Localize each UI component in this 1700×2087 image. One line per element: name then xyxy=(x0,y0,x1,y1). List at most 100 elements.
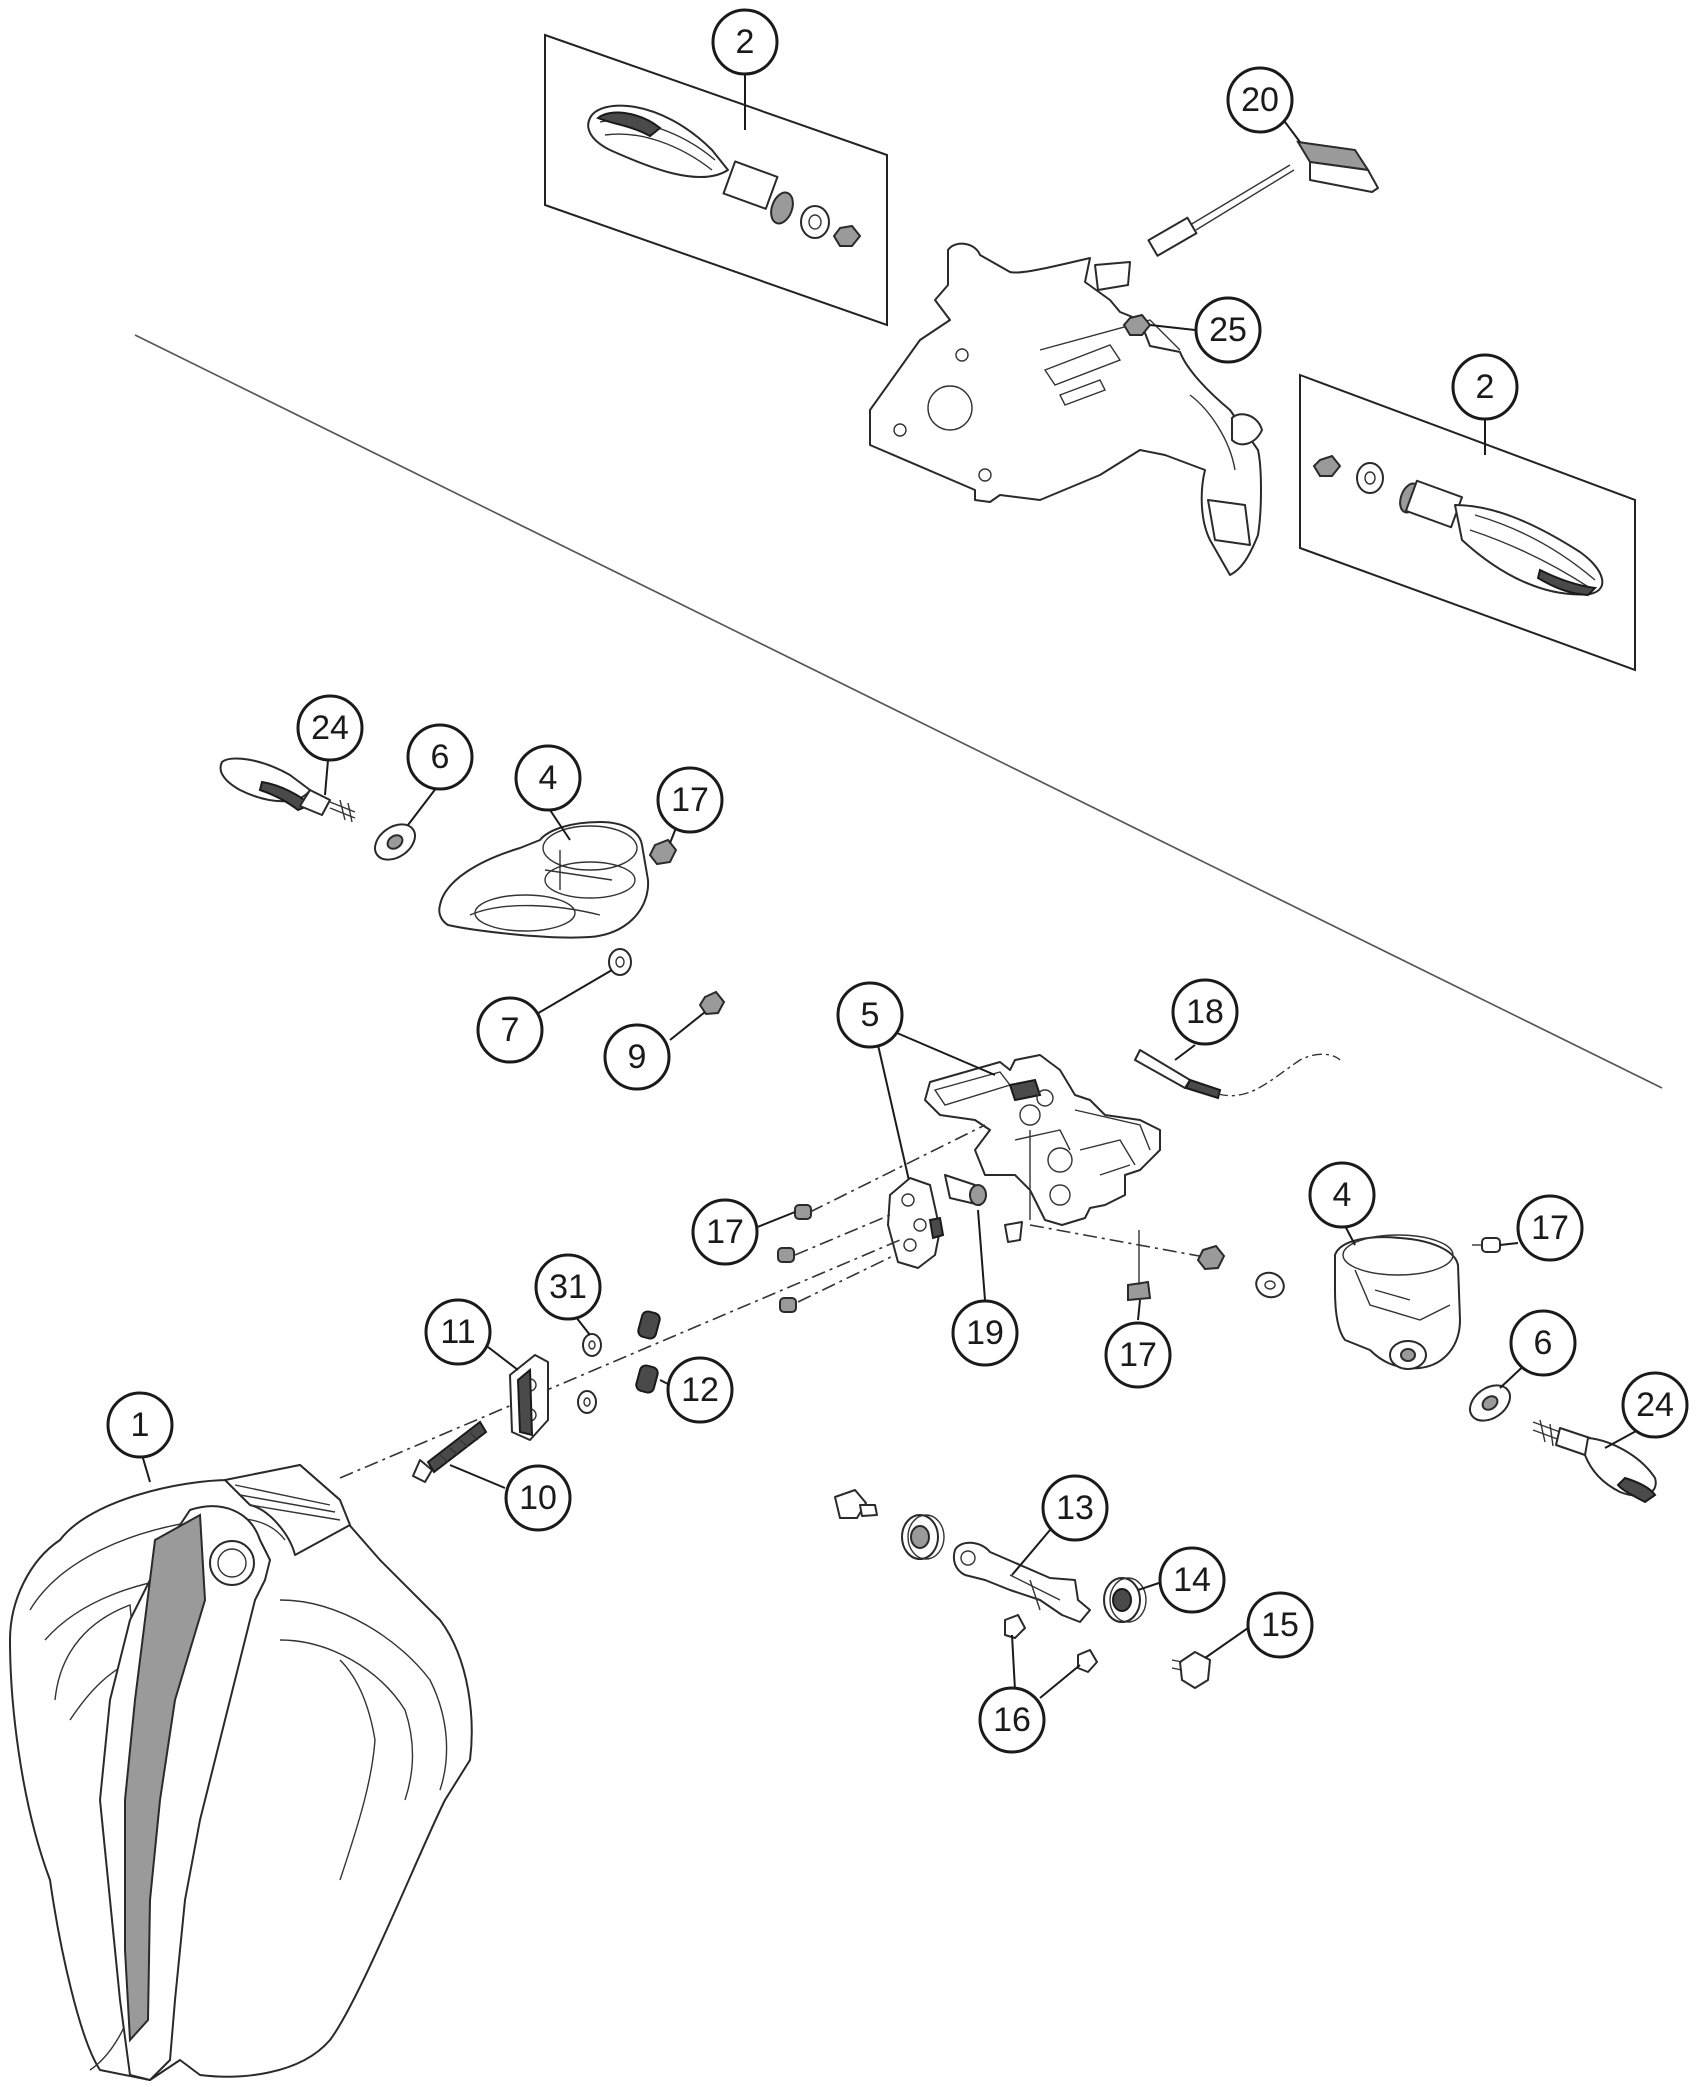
rubber-buffers-12 xyxy=(635,1310,661,1394)
callout-17-upper: 17 xyxy=(656,766,724,834)
svg-text:24: 24 xyxy=(311,709,349,747)
callout-31: 31 xyxy=(534,1253,602,1321)
nut-right-bracket xyxy=(1196,1244,1226,1271)
callout-14: 14 xyxy=(1158,1546,1226,1614)
callout-17-lower: 17 xyxy=(1104,1321,1172,1389)
axis-line-1 xyxy=(809,1124,986,1213)
washer-6-right xyxy=(1469,1384,1511,1422)
svg-text:5: 5 xyxy=(861,996,880,1034)
grommet-13 xyxy=(901,1514,945,1560)
callout-6-right: 6 xyxy=(1509,1309,1577,1377)
svg-text:25: 25 xyxy=(1209,311,1247,349)
svg-text:1: 1 xyxy=(131,1406,150,1444)
nut-9 xyxy=(698,990,726,1016)
leader-5-upper xyxy=(889,1029,996,1076)
svg-text:17: 17 xyxy=(671,781,709,819)
screw-15 xyxy=(1171,1651,1211,1689)
washer-7 xyxy=(608,948,632,976)
leader-17d xyxy=(1137,1299,1141,1321)
callout-5: 5 xyxy=(836,981,904,1049)
callout-18: 18 xyxy=(1171,978,1239,1046)
callout-13: 13 xyxy=(1041,1474,1109,1542)
callout-20: 20 xyxy=(1226,66,1294,134)
screw-17-right xyxy=(1472,1237,1501,1253)
axis-line-3 xyxy=(797,1254,896,1303)
svg-text:4: 4 xyxy=(1333,1176,1352,1214)
callout-19: 19 xyxy=(951,1299,1019,1367)
mounting-plate-11 xyxy=(509,1354,549,1441)
screw-top-13 xyxy=(834,1489,878,1519)
turn-signal-left-group xyxy=(544,33,888,327)
svg-text:10: 10 xyxy=(519,1479,557,1517)
callout-11: 11 xyxy=(424,1298,492,1366)
front-turn-signal-right xyxy=(1532,1419,1657,1504)
svg-text:13: 13 xyxy=(1056,1489,1094,1527)
svg-text:6: 6 xyxy=(431,738,450,776)
svg-text:24: 24 xyxy=(1636,1386,1674,1424)
leader-4a xyxy=(549,809,571,841)
callout-9: 9 xyxy=(603,1023,671,1091)
svg-text:4: 4 xyxy=(539,759,558,797)
svg-text:14: 14 xyxy=(1173,1561,1211,1599)
leader-16b xyxy=(1039,1664,1081,1699)
svg-text:2: 2 xyxy=(736,23,755,61)
callout-2-top-left: 2 xyxy=(711,8,779,76)
turn-signal-right-group xyxy=(1299,373,1636,672)
leader-14 xyxy=(1137,1581,1163,1591)
callout-17-middle: 17 xyxy=(691,1198,759,1266)
callout-24-right: 24 xyxy=(1621,1371,1689,1439)
svg-text:11: 11 xyxy=(440,1313,475,1351)
front-turn-signal-left xyxy=(219,757,356,823)
callout-10: 10 xyxy=(504,1464,572,1532)
svg-text:15: 15 xyxy=(1261,1606,1299,1644)
callout-2-top-right: 2 xyxy=(1451,353,1519,421)
callout-25: 25 xyxy=(1194,296,1262,364)
leader-16a xyxy=(1011,1634,1016,1691)
leader-15 xyxy=(1204,1627,1249,1659)
holder-bracket-13 xyxy=(952,1541,1091,1623)
callout-16: 16 xyxy=(978,1686,1046,1754)
svg-text:7: 7 xyxy=(501,1011,520,1049)
nut-25 xyxy=(1122,313,1152,336)
svg-text:20: 20 xyxy=(1241,81,1279,119)
callout-12: 12 xyxy=(666,1356,734,1424)
washer-right-bracket xyxy=(1255,1271,1285,1299)
screws-16 xyxy=(1004,1614,1098,1673)
axis-line-5 xyxy=(1029,1224,1211,1259)
screws-17-bracket xyxy=(777,1204,1152,1313)
bolt-10 xyxy=(412,1420,488,1483)
callout-6-left: 6 xyxy=(406,723,474,791)
callout-7: 7 xyxy=(476,996,544,1064)
washer-6-left xyxy=(374,823,416,861)
turn-signal-bracket-right xyxy=(1334,1234,1461,1370)
svg-text:12: 12 xyxy=(681,1371,719,1409)
connector-19 xyxy=(944,1174,987,1206)
callout-15: 15 xyxy=(1246,1591,1314,1659)
nut-17-upper-left xyxy=(648,838,678,866)
license-plate-bracket xyxy=(869,242,1263,576)
headlight-mask-1 xyxy=(9,1464,473,2081)
turn-signal-bracket-left xyxy=(438,821,650,939)
callout-24-left: 24 xyxy=(296,694,364,762)
leader-17c xyxy=(1499,1242,1519,1246)
axis-line-2 xyxy=(794,1214,891,1256)
leader-24a xyxy=(324,759,329,796)
callout-4-right: 4 xyxy=(1308,1161,1376,1229)
svg-text:9: 9 xyxy=(628,1038,647,1076)
svg-text:17: 17 xyxy=(1531,1209,1569,1247)
svg-text:18: 18 xyxy=(1186,993,1224,1031)
leader-5-lower xyxy=(877,1044,911,1186)
svg-text:17: 17 xyxy=(1119,1336,1157,1374)
leader-10 xyxy=(449,1464,506,1489)
callout-1: 1 xyxy=(106,1391,174,1459)
cable-18 xyxy=(1134,1049,1341,1100)
axis-line-4 xyxy=(339,1239,901,1479)
headlight-bracket-5 xyxy=(924,1054,1161,1226)
license-plate-light xyxy=(1094,140,1379,291)
svg-text:17: 17 xyxy=(706,1213,744,1251)
section-divider-line xyxy=(134,334,1663,1089)
leader-25 xyxy=(1149,324,1196,331)
callout-17-right: 17 xyxy=(1516,1194,1584,1262)
svg-text:19: 19 xyxy=(966,1314,1004,1352)
